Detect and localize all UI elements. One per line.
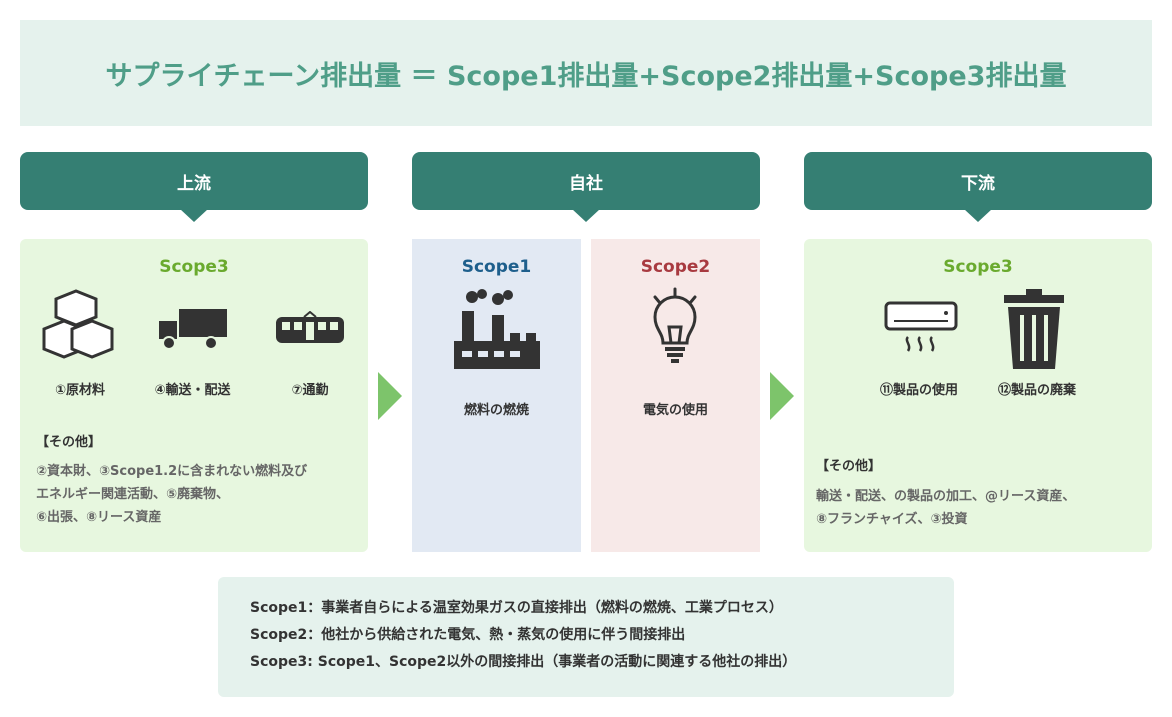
scope1-definition: Scope1：事業者自らによる温室効果ガスの直接排出（燃料の燃焼、工業プロセス） <box>250 600 783 616</box>
other-line: ②資本財、③Scope1.2に含まれない燃料及び <box>36 464 308 479</box>
air-conditioner-icon <box>884 301 958 352</box>
tab-upstream: 上流 <box>20 152 368 222</box>
scope2-definition: Scope2：他社から供給された電気、熱・蒸気の使用に伴う間接排出 <box>250 627 686 643</box>
item-raw-materials: ①原材料 <box>54 383 105 398</box>
lightbulb-icon <box>653 287 697 363</box>
other-label: 【その他】 <box>36 435 102 450</box>
tab-label: 上流 <box>177 173 211 194</box>
train-icon <box>276 311 344 343</box>
scope2-panel: Scope2 電気の使用 <box>591 239 760 552</box>
scope3-definition: Scope3: Scope1、Scope2以外の間接排出（事業者の活動に関連する… <box>250 654 797 670</box>
other-line: 輸送・配送、の製品の加工、@リース資産、 <box>816 489 1076 504</box>
boxes-icon <box>42 289 114 359</box>
downstream-panel: Scope3 ⑪製品の使用 ⑫製品の廃棄 【その他】 輸送・配送、の製品の加工、… <box>804 239 1152 552</box>
tab-label: 下流 <box>961 173 995 194</box>
other-line: ⑧フランチャイズ、③投資 <box>816 512 968 527</box>
other-line: ⑥出張、⑧リース資産 <box>36 510 162 525</box>
trash-can-icon <box>1004 289 1064 369</box>
tab-label: 自社 <box>569 173 603 194</box>
item-electricity-use: 電気の使用 <box>642 403 708 418</box>
factory-icon <box>454 289 540 369</box>
arrow-right-icon <box>770 372 794 420</box>
item-fuel-combustion: 燃料の燃焼 <box>463 403 529 418</box>
tab-downstream: 下流 <box>804 152 1152 222</box>
formula-banner: サプライチェーン排出量 ＝ Scope1排出量+Scope2排出量+Scope3… <box>20 20 1152 126</box>
other-label: 【その他】 <box>816 459 882 474</box>
truck-icon <box>159 309 227 350</box>
upstream-panel: Scope3 ①原材料 ④輸送・配送 ⑦通勤 【その他】 ②資本財、③Scope… <box>20 239 368 552</box>
scope1-panel: Scope1 燃料の燃焼 <box>412 239 581 552</box>
item-transport: ④輸送・配送 <box>154 383 231 398</box>
scope3-title: Scope3 <box>943 257 1013 277</box>
arrow-right-icon <box>378 372 402 420</box>
formula-title: サプライチェーン排出量 ＝ Scope1排出量+Scope2排出量+Scope3… <box>105 60 1067 92</box>
scope2-title: Scope2 <box>640 257 711 277</box>
item-product-use: ⑪製品の使用 <box>879 383 958 398</box>
item-product-disposal: ⑫製品の廃棄 <box>997 383 1076 398</box>
other-line: エネルギー関連活動、⑤廃棄物、 <box>36 487 230 502</box>
tab-own-company: 自社 <box>412 152 760 222</box>
item-commute: ⑦通勤 <box>291 383 329 398</box>
scope-definitions: Scope1：事業者自らによる温室効果ガスの直接排出（燃料の燃焼、工業プロセス）… <box>218 577 954 697</box>
scope3-title: Scope3 <box>159 257 229 277</box>
scope1-title: Scope1 <box>461 257 532 277</box>
